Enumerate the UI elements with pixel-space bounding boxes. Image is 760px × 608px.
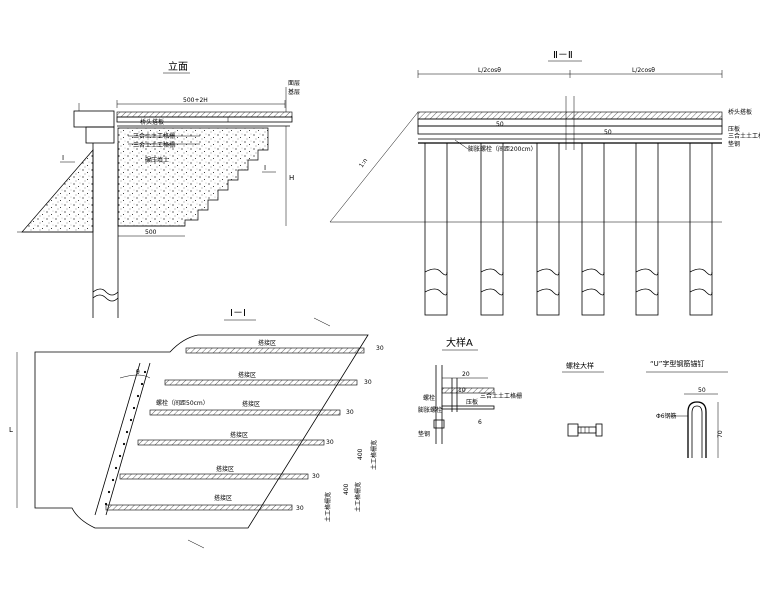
plan-side-lbl2: 土工格栅宽 bbox=[354, 482, 362, 512]
plan-dim30-f: 30 bbox=[296, 505, 304, 512]
plan-bolts bbox=[104, 370, 147, 506]
plan-dim30-a: 30 bbox=[376, 345, 384, 352]
plan-l: L bbox=[9, 426, 13, 434]
plan-strip-4: 搭接区 bbox=[230, 431, 248, 439]
detail-a-d6: 6 bbox=[478, 419, 482, 426]
section-ii-r4: 垫钢 bbox=[728, 140, 740, 148]
plan-strip-5: 搭接区 bbox=[216, 465, 234, 473]
detail-a-title: 大样A bbox=[446, 336, 473, 349]
section-ii-r2: 压板 bbox=[728, 125, 740, 133]
section-ii-r3: 三合土土工格栅 bbox=[728, 132, 760, 140]
plan-theta: θ bbox=[136, 369, 140, 376]
elevation-layer-c: 三合土土工格栅 bbox=[133, 141, 175, 149]
plan-strip-2: 搭接区 bbox=[238, 371, 256, 379]
plan-strip-3: 搭接区 bbox=[242, 400, 260, 408]
section-ii-dim-right: L/2cosθ bbox=[632, 67, 655, 74]
plan-side-lbl3: 土工格栅宽 bbox=[324, 492, 332, 522]
section-ii-bolt-label: 膨胀螺栓（间距200cm） bbox=[468, 145, 537, 153]
elevation-dim-top: 500+2H bbox=[183, 97, 208, 104]
section-ii-piles bbox=[424, 142, 713, 316]
elevation-h: H bbox=[289, 174, 294, 182]
plan-dim30-b: 30 bbox=[364, 379, 372, 386]
plan-dim30-d: 30 bbox=[326, 439, 334, 446]
u-nail-d50: 50 bbox=[698, 387, 706, 394]
section-ii-slope: 1:n bbox=[358, 157, 369, 169]
elevation-layer-a: 桥头搭板 bbox=[140, 118, 164, 126]
elevation-layer-top1: 面层 bbox=[288, 80, 300, 87]
plan-dim30-e: 30 bbox=[312, 473, 320, 480]
detail-a-d10: 10 bbox=[458, 387, 466, 394]
detail-a-l5: 垫钢 bbox=[418, 430, 430, 438]
detail-a-d20: 20 bbox=[462, 371, 470, 378]
detail-a-l4: 膨胀螺栓 bbox=[418, 406, 442, 414]
plan-strip-1: 搭接区 bbox=[258, 339, 276, 347]
u-nail-title: “U”字型钢筋锚钉 bbox=[650, 359, 704, 368]
detail-a-l1: 螺栓 bbox=[423, 394, 435, 402]
plan-i-view: Ⅰ－Ⅰ L bbox=[9, 308, 384, 549]
bolt-detail-view: 螺栓大样 bbox=[562, 361, 604, 437]
elevation-section-mark-right: I bbox=[264, 164, 266, 172]
section-ii-view: Ⅱ－Ⅱ L/2cosθ L/2cosθ 1:n 50 bbox=[329, 50, 760, 316]
detail-a-l2: 压板 bbox=[466, 398, 478, 406]
elevation-dim-bottom: 500 bbox=[145, 229, 157, 236]
u-nail-d70: 70 bbox=[717, 430, 724, 438]
section-ii-spacing: 50 bbox=[496, 121, 504, 128]
plan-strip-6: 搭接区 bbox=[214, 494, 232, 502]
plan-side-lbl1: 土工格栅宽 bbox=[370, 440, 378, 470]
section-ii-spacing2: 50 bbox=[604, 129, 612, 136]
elevation-section-mark: I bbox=[62, 154, 64, 162]
plan-dim30-c: 30 bbox=[346, 409, 354, 416]
u-nail-view: “U”字型钢筋锚钉 50 70 Φ6钢筋 bbox=[646, 359, 728, 458]
plan-dim-long: 400 bbox=[343, 483, 350, 495]
elevation-layer-top2: 基层 bbox=[288, 88, 300, 96]
bolt-detail-title: 螺栓大样 bbox=[566, 361, 594, 370]
section-ii-dim-left: L/2cosθ bbox=[478, 67, 501, 74]
section-ii-r1: 桥头搭板 bbox=[728, 108, 752, 116]
detail-a-l3: 三合土土工格栅 bbox=[480, 392, 522, 400]
plan-strips bbox=[105, 347, 365, 511]
elevation-title: 立面 bbox=[168, 60, 188, 73]
elevation-view: 立面 500+2H I I H 50 bbox=[17, 60, 300, 318]
plan-dim400: 400 bbox=[357, 448, 364, 460]
u-nail-bar: Φ6钢筋 bbox=[656, 412, 677, 420]
elevation-fill-label: 碾压填土 bbox=[145, 156, 169, 164]
section-ii-title: Ⅱ－Ⅱ bbox=[553, 50, 573, 61]
detail-a-view: 大样A 20 10 螺栓 压板 三合土土工格栅 膨胀螺栓 垫钢 6 bbox=[418, 336, 522, 444]
plan-i-title: Ⅰ－Ⅰ bbox=[230, 308, 246, 319]
plan-bolt-label: 螺栓（间距50cm） bbox=[156, 399, 209, 407]
